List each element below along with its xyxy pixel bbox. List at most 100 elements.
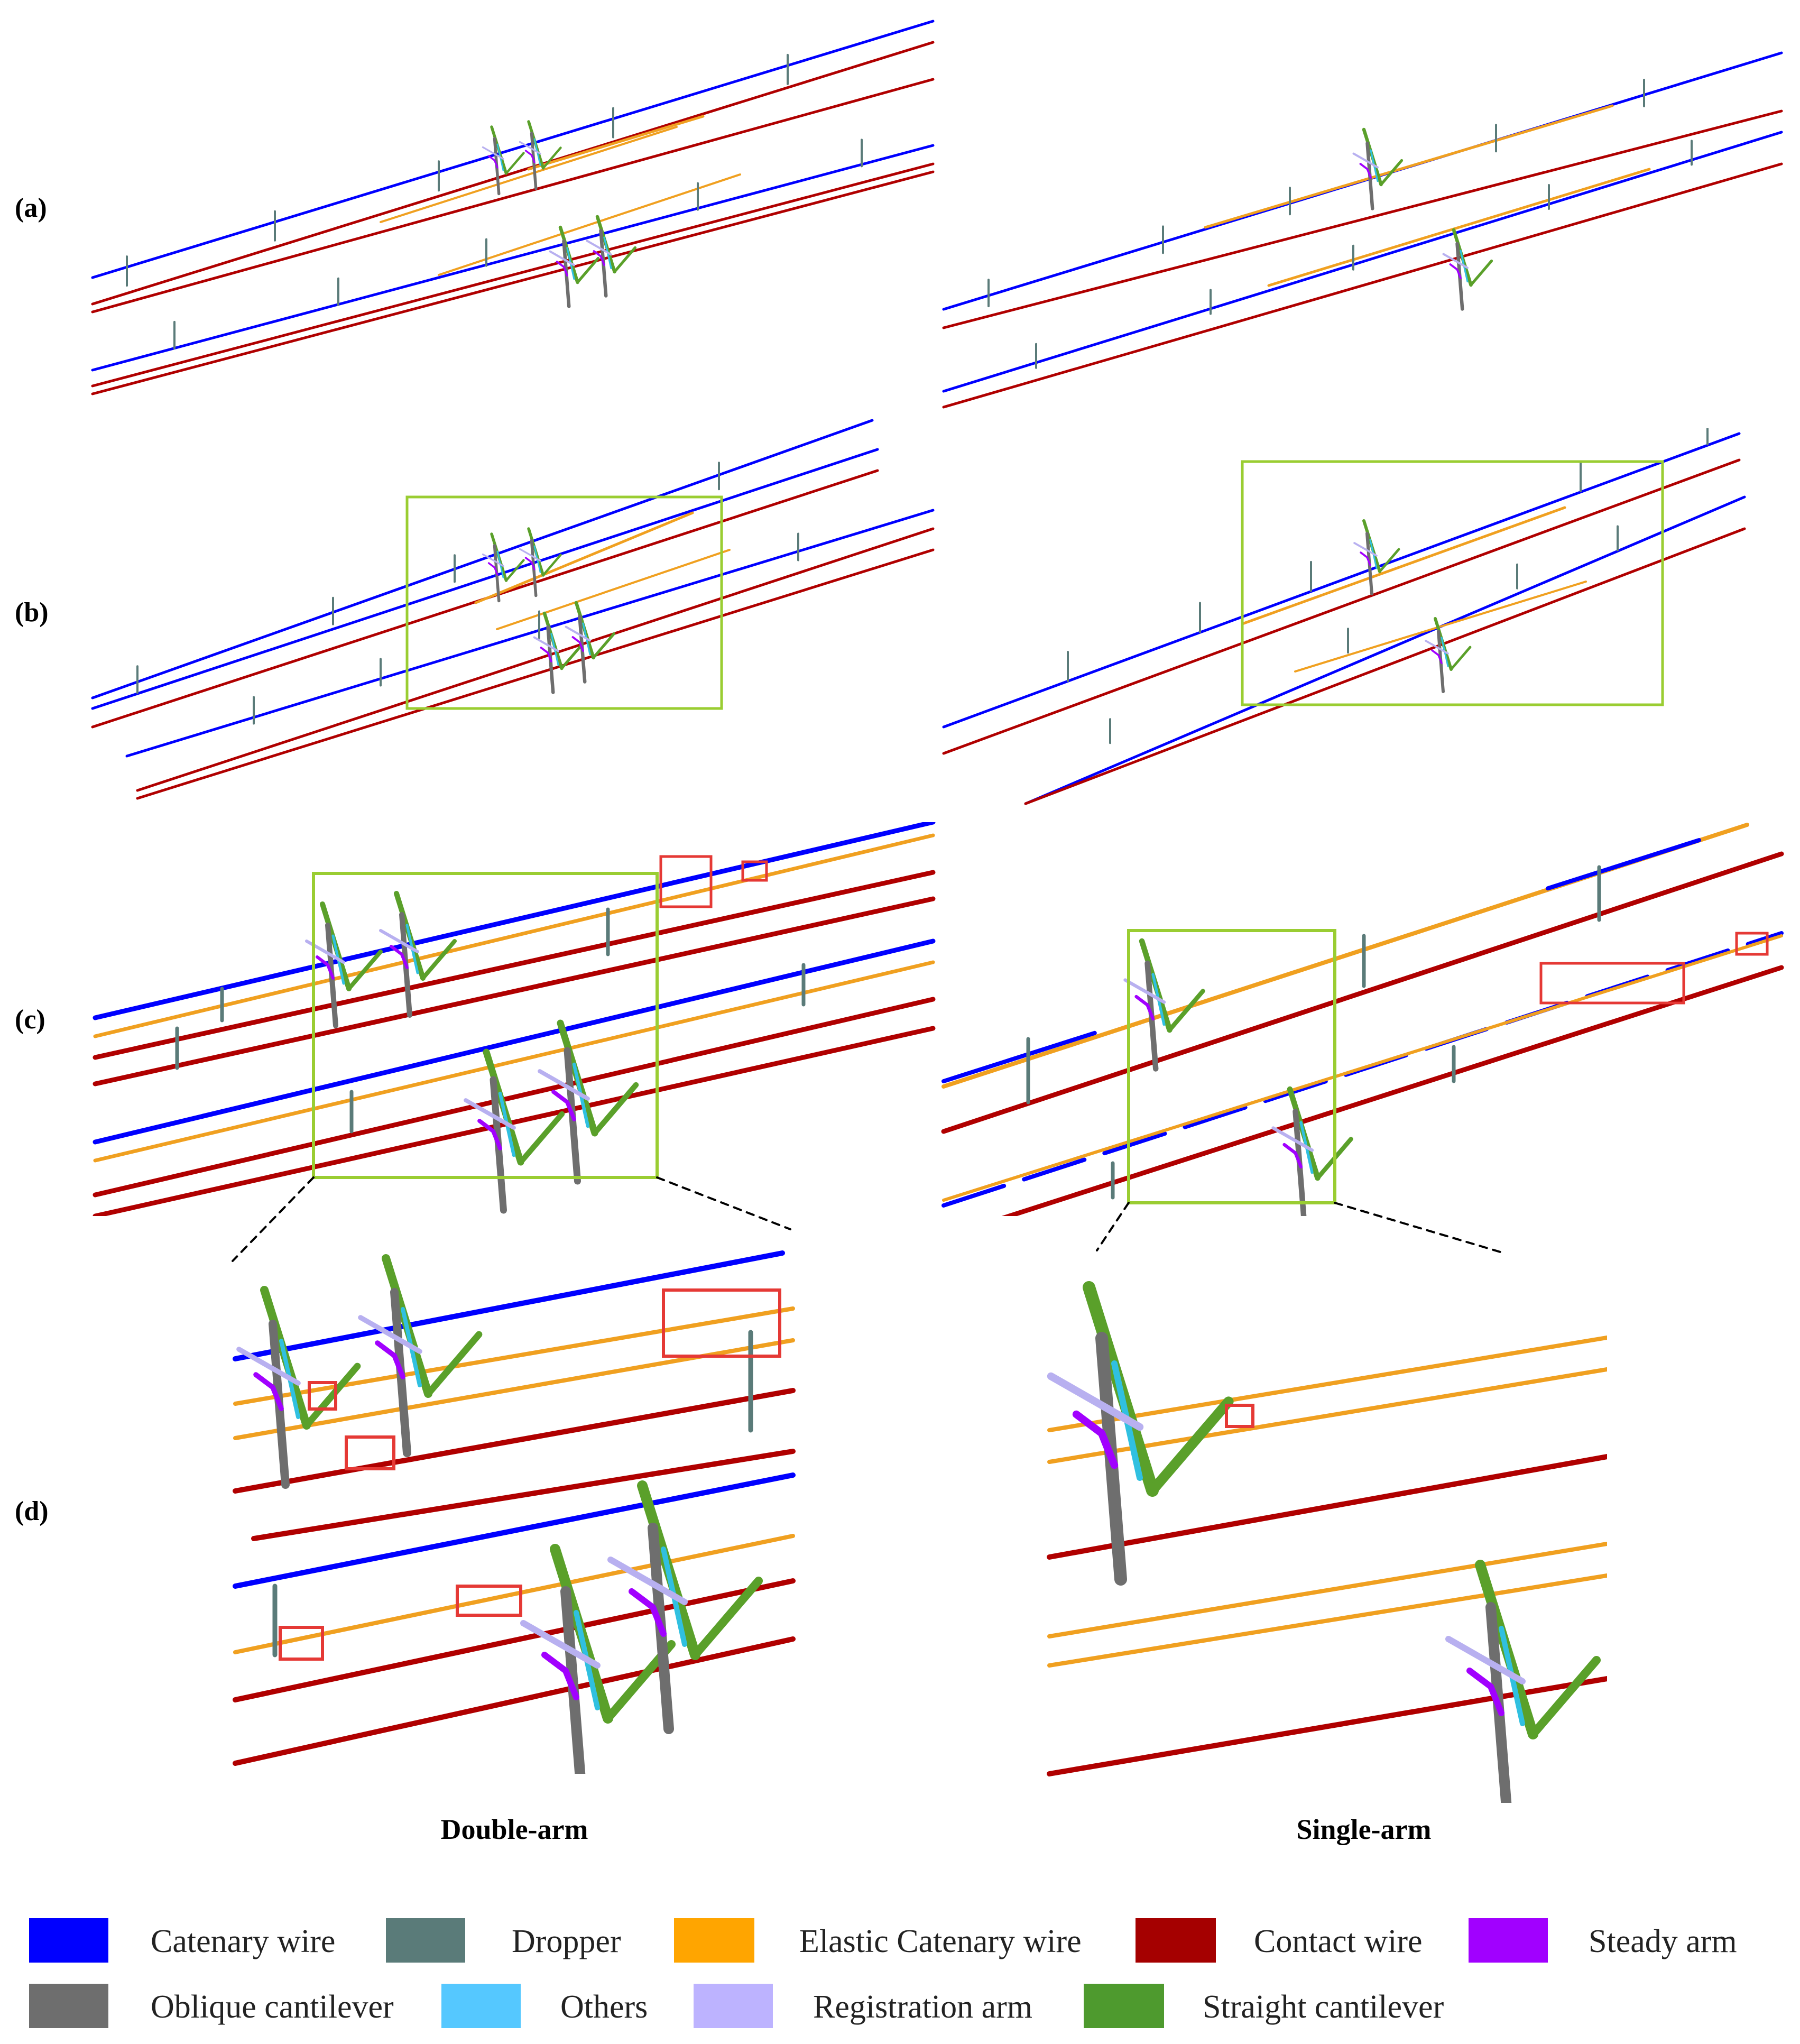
- zoom-leader-line: [232, 1176, 315, 1262]
- steady-arm: [1449, 263, 1462, 279]
- scene-a-single-arm: [942, 51, 1783, 409]
- elastic-catenary-wire: [93, 833, 935, 1038]
- legend-swatch: [694, 1984, 773, 2028]
- catenary-wire: [91, 419, 874, 699]
- legend-label: Dropper: [512, 1923, 621, 1959]
- legend-swatch: [1469, 1918, 1548, 1963]
- caption-single-arm: Single-arm: [1297, 1813, 1432, 1845]
- legend-swatch: [441, 1984, 521, 2028]
- contact-wire: [93, 1026, 936, 1216]
- registration-arm: [358, 1315, 422, 1354]
- error-highlight-box: [1539, 962, 1685, 1005]
- registration-arm: [236, 1347, 301, 1386]
- scene-d-double-arm: [233, 1250, 796, 1774]
- elastic-catenary-wire: [496, 549, 731, 630]
- steady-arm: [390, 945, 409, 969]
- steady-arm: [524, 150, 536, 163]
- elastic-catenary-wire: [1047, 1542, 1607, 1638]
- legend-item-steady-arm: Steady arm: [1469, 1918, 1737, 1963]
- error-highlight-box: [279, 1626, 324, 1661]
- scene-c-single-arm: [941, 823, 1784, 1216]
- registration-arm: [565, 625, 591, 642]
- elastic-catenary-wire: [1047, 1573, 1607, 1668]
- catenary-wire: [93, 822, 936, 1020]
- catenary-wire: [93, 938, 936, 1145]
- straight-cantilever: [1379, 159, 1404, 186]
- error-highlight-box: [456, 1585, 522, 1617]
- straight-cantilever: [1167, 989, 1205, 1033]
- steady-arm: [477, 1119, 502, 1150]
- error-highlight-box: [308, 1381, 337, 1411]
- elastic-catenary-wire: [1241, 506, 1566, 625]
- legend-item-elastic-catenary-wire: Elastic Catenary wire: [674, 1918, 1082, 1963]
- error-highlight-box: [1735, 932, 1769, 956]
- legend-label: Steady arm: [1589, 1923, 1737, 1959]
- straight-cantilever: [1469, 259, 1493, 287]
- contact-wire: [942, 458, 1741, 755]
- catenary-wire: [941, 823, 1749, 1083]
- contact-wire: [93, 896, 936, 1087]
- row-label-d: (d): [15, 1496, 49, 1526]
- contact-wire: [942, 162, 1783, 409]
- contact-wire: [233, 1578, 796, 1702]
- registration-arm: [379, 929, 419, 953]
- legend: Catenary wire Dropper Elastic Catenary w…: [29, 1918, 1737, 2028]
- steady-arm: [540, 647, 552, 662]
- straight-cantilever: [542, 146, 562, 170]
- registration-arm: [1352, 152, 1379, 169]
- steady-arm: [629, 1588, 667, 1637]
- registration-arm: [538, 1069, 590, 1101]
- elastic-catenary-wire: [233, 1534, 795, 1654]
- legend-label: Elastic Catenary wire: [799, 1923, 1082, 1959]
- registration-arm: [607, 1557, 688, 1605]
- registration-arm: [586, 240, 612, 256]
- straight-cantilever: [1147, 1396, 1234, 1496]
- steady-arm: [487, 155, 499, 169]
- error-highlight-box: [1225, 1404, 1254, 1428]
- legend-label: Catenary wire: [151, 1923, 335, 1959]
- steady-arm: [593, 250, 605, 266]
- straight-cantilever: [347, 950, 383, 991]
- legend-swatch: [1084, 1984, 1164, 2028]
- straight-cantilever: [518, 1111, 565, 1165]
- steady-arm: [1134, 995, 1155, 1021]
- legend-item-registration-arm: Registration arm: [694, 1984, 1032, 2028]
- legend-item-oblique-cantilever: Oblique cantilever: [29, 1984, 394, 2028]
- straight-cantilever: [1378, 548, 1400, 573]
- steady-arm: [541, 1652, 579, 1700]
- straight-cantilever: [424, 1331, 483, 1397]
- straight-cantilever: [542, 554, 562, 577]
- catenary-wire: [91, 448, 879, 710]
- error-highlight-box: [345, 1435, 395, 1470]
- legend-label: Straight cantilever: [1203, 1989, 1444, 2025]
- legend-item-others: Others: [441, 1984, 648, 2028]
- contact-wire: [941, 851, 1784, 1134]
- steady-arm: [556, 261, 568, 277]
- catenary-wire: [1024, 495, 1746, 805]
- registration-arm: [533, 636, 559, 652]
- straight-cantilever: [592, 1082, 639, 1136]
- contact-wire: [91, 162, 935, 388]
- straight-cantilever: [576, 256, 600, 284]
- steady-arm: [375, 1340, 405, 1379]
- legend-swatch: [674, 1918, 754, 1963]
- legend-label: Oblique cantilever: [151, 1989, 394, 2025]
- scene-d-single-arm: [1047, 1281, 1607, 1803]
- steady-arm: [571, 636, 584, 652]
- straight-cantilever: [592, 632, 616, 659]
- catenary-wire: [942, 432, 1741, 729]
- steady-arm: [487, 562, 499, 576]
- straight-cantilever: [613, 246, 637, 273]
- registration-arm: [519, 548, 541, 562]
- straight-cantilever: [421, 939, 457, 980]
- point-cloud-scenes: [91, 20, 1784, 1803]
- legend-label: Contact wire: [1254, 1923, 1423, 1959]
- elastic-catenary-wire: [1204, 104, 1614, 229]
- straight-cantilever: [505, 152, 525, 175]
- elastic-catenary-wire: [942, 934, 1783, 1202]
- registration-arm: [482, 553, 504, 567]
- registration-arm: [519, 141, 541, 155]
- steady-arm: [1072, 1410, 1119, 1469]
- contact-wire: [91, 41, 935, 306]
